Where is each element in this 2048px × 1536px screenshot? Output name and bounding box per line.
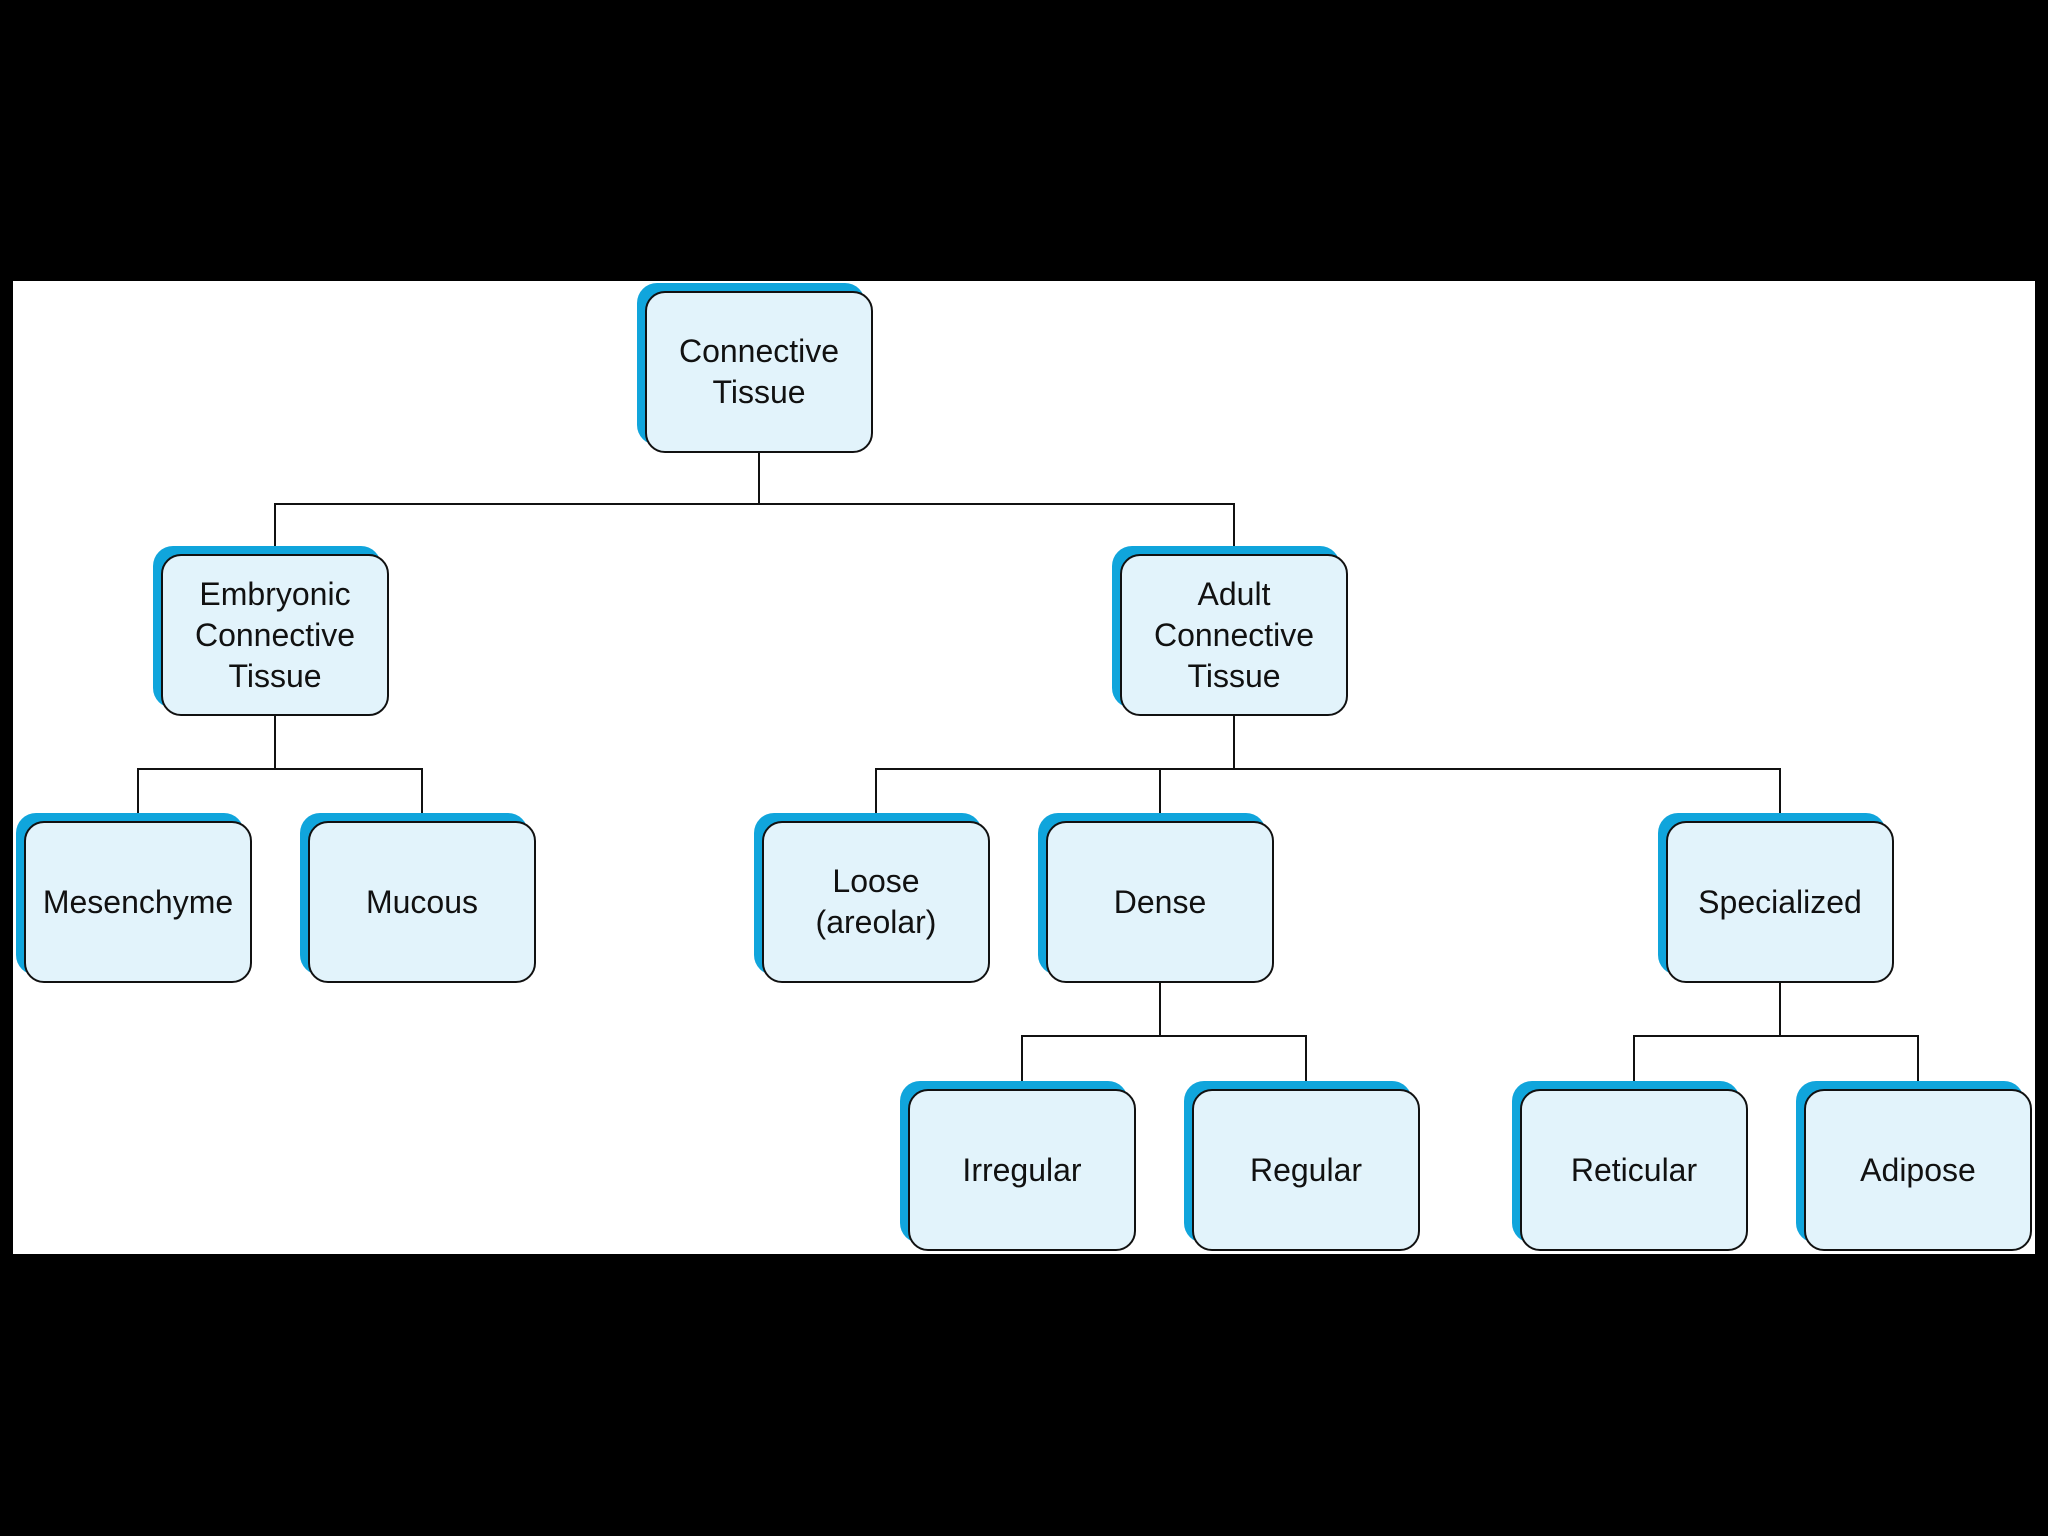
node-box: Irregular: [908, 1089, 1136, 1251]
node-loose-areolar: Loose (areolar): [754, 813, 990, 983]
node-label: Reticular: [1570, 1151, 1698, 1188]
edge-embryonic-mesenchyme: [137, 716, 276, 821]
node-adult-connective-tissue: Adult Connective Tissue: [1112, 546, 1348, 716]
node-label: Mucous: [365, 883, 479, 920]
node-box: Mucous: [308, 821, 536, 983]
edge-adult-dense: [1159, 716, 1235, 821]
node-box: Connective Tissue: [645, 291, 873, 453]
node-adipose: Adipose: [1796, 1081, 2032, 1251]
node-box: Regular: [1192, 1089, 1420, 1251]
edge-connective-embryonic: [274, 453, 760, 554]
edge-adult-specialized: [1233, 716, 1781, 821]
node-box: Adipose: [1804, 1089, 2032, 1251]
edge-specialized-adipose: [1779, 983, 1919, 1089]
node-irregular: Irregular: [900, 1081, 1136, 1251]
node-reticular: Reticular: [1512, 1081, 1748, 1251]
node-box: Mesenchyme: [24, 821, 252, 983]
edge-embryonic-mucous: [274, 716, 423, 821]
node-embryonic-connective-tissue: Embryonic Connective Tissue: [153, 546, 389, 716]
node-box: Specialized: [1666, 821, 1894, 983]
node-label: Specialized: [1698, 883, 1862, 920]
node-label: Adipose: [1860, 1151, 1976, 1188]
node-label: Mesenchyme: [42, 883, 234, 920]
edge-specialized-reticular: [1633, 983, 1781, 1089]
edge-connective-adult: [758, 453, 1235, 554]
node-box: Dense: [1046, 821, 1274, 983]
node-label: Connective Tissue: [678, 333, 840, 410]
node-box: Loose (areolar): [762, 821, 990, 983]
node-label: Adult Connective Tissue: [1153, 575, 1315, 694]
node-regular: Regular: [1184, 1081, 1420, 1251]
node-label: Embryonic Connective Tissue: [194, 575, 356, 694]
node-label: Dense: [1113, 883, 1207, 920]
node-mesenchyme: Mesenchyme: [16, 813, 252, 983]
node-box: Embryonic Connective Tissue: [161, 554, 389, 716]
edge-dense-irregular: [1021, 983, 1161, 1089]
node-box: Adult Connective Tissue: [1120, 554, 1348, 716]
node-dense: Dense: [1038, 813, 1274, 983]
node-label: Irregular: [962, 1151, 1082, 1188]
node-label: Loose (areolar): [815, 863, 937, 940]
edge-group: [137, 453, 1919, 1089]
node-mucous: Mucous: [300, 813, 536, 983]
edge-dense-regular: [1159, 983, 1307, 1089]
node-specialized: Specialized: [1658, 813, 1894, 983]
node-connective-tissue: Connective Tissue: [637, 283, 873, 453]
node-label: Regular: [1249, 1151, 1363, 1188]
node-box: Reticular: [1520, 1089, 1748, 1251]
